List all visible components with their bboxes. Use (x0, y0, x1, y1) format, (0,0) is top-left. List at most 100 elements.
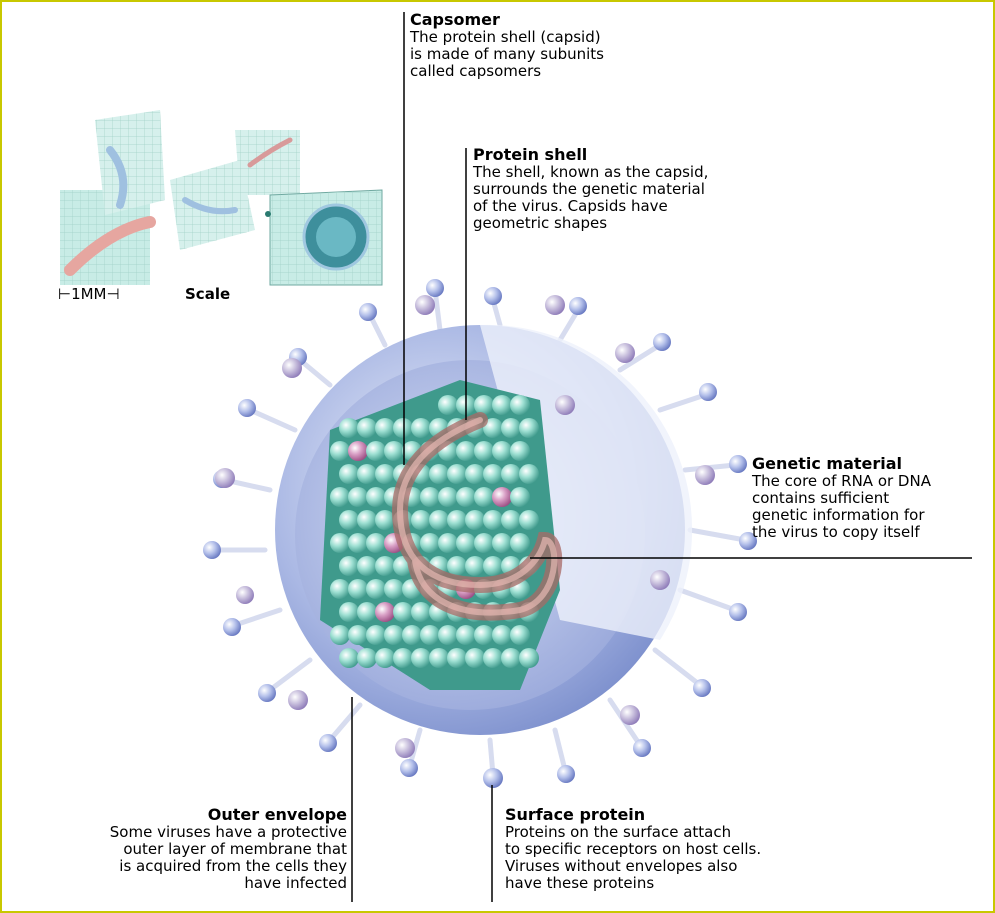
capsomer-sphere (375, 464, 395, 484)
capsomer-sphere (474, 441, 494, 461)
capsomer-sphere (465, 556, 485, 576)
capsomer-sphere (474, 487, 494, 507)
surface-protein-title: Surface protein (505, 805, 761, 824)
capsomer-sphere (438, 625, 458, 645)
surface-protein-label: Surface protein Proteins on the surface … (505, 805, 761, 892)
capsomer-sphere (357, 510, 377, 530)
capsomer-sphere (519, 510, 539, 530)
genetic-material-title: Genetic material (752, 454, 931, 473)
capsomer-sphere (492, 441, 512, 461)
capsomer-sphere (357, 418, 377, 438)
capsomer-sphere (339, 648, 359, 668)
capsomer-sphere (492, 533, 512, 553)
capsomer-sphere (420, 533, 440, 553)
scale-bar-label: ⊢1MM⊣ (58, 285, 120, 303)
capsomer-sphere (510, 441, 530, 461)
capsomer-sphere (456, 441, 476, 461)
capsomer-sphere (456, 533, 476, 553)
capsomer-sphere (447, 648, 467, 668)
capsomer-sphere (492, 625, 512, 645)
capsomer-sphere (420, 487, 440, 507)
genetic-material-label: Genetic material The core of RNA or DNA … (752, 454, 931, 541)
capsomer-sphere (456, 487, 476, 507)
capsomer-sphere (510, 625, 530, 645)
capsomer-sphere (501, 510, 521, 530)
capsomer-sphere (438, 533, 458, 553)
capsomer-sphere (411, 602, 431, 622)
capsomer-sphere (438, 487, 458, 507)
capsomer-sphere (501, 648, 521, 668)
capsomer-sphere (348, 579, 368, 599)
capsomer-sphere (429, 648, 449, 668)
genetic-material-text: The core of RNA or DNA contains sufficie… (752, 473, 931, 541)
capsomer-label: Capsomer The protein shell (capsid) is m… (410, 10, 604, 80)
capsomer-sphere (366, 441, 386, 461)
capsomer-sphere (366, 487, 386, 507)
capsomer-sphere (465, 648, 485, 668)
capsomer-sphere (330, 487, 350, 507)
capsomer-sphere (357, 602, 377, 622)
capsomer-sphere (483, 464, 503, 484)
capsomer-sphere (348, 533, 368, 553)
capsomer-sphere (411, 510, 431, 530)
capsomer-sphere (339, 556, 359, 576)
capsomer-sphere (375, 556, 395, 576)
capsomer-sphere (393, 648, 413, 668)
capsomer-sphere (510, 533, 530, 553)
capsomer-sphere (375, 602, 395, 622)
capsomer-sphere (429, 510, 449, 530)
capsomer-sphere (519, 648, 539, 668)
capsomer-sphere (339, 418, 359, 438)
capsomer-sphere (375, 510, 395, 530)
capsomer-sphere (447, 556, 467, 576)
capsomer-sphere (357, 464, 377, 484)
capsomer-sphere (330, 625, 350, 645)
capsomer-sphere (348, 487, 368, 507)
capsomer-sphere (348, 625, 368, 645)
capsomer-sphere (447, 464, 467, 484)
capsomer-sphere (366, 579, 386, 599)
capsomer-sphere (384, 625, 404, 645)
capsomer-sphere (348, 441, 368, 461)
capsomer-sphere (357, 648, 377, 668)
capsomer-sphere (330, 441, 350, 461)
capsomer-sphere (492, 395, 512, 415)
capsomer-sphere (465, 464, 485, 484)
capsomer-sphere (483, 648, 503, 668)
capsomer-sphere (474, 625, 494, 645)
outer-envelope-text: Some viruses have a protective outer lay… (110, 824, 347, 892)
capsomer-sphere (510, 487, 530, 507)
capsomer-sphere (402, 625, 422, 645)
capsomer-sphere (375, 648, 395, 668)
capsomer-sphere (474, 533, 494, 553)
protein-shell-title: Protein shell (473, 145, 708, 164)
outer-envelope-label: Outer envelope Some viruses have a prote… (110, 805, 347, 892)
protein-shell-text: The shell, known as the capsid, surround… (473, 164, 708, 232)
capsomer-sphere (519, 418, 539, 438)
capsomer-sphere (438, 395, 458, 415)
capsomer-title: Capsomer (410, 10, 604, 29)
capsomer-sphere (357, 556, 377, 576)
capsomer-sphere (339, 602, 359, 622)
capsomer-sphere (366, 625, 386, 645)
capsomer-sphere (447, 510, 467, 530)
capsomer-sphere (330, 579, 350, 599)
capsomer-sphere (375, 418, 395, 438)
capsomer-sphere (501, 464, 521, 484)
capsomer-sphere (366, 533, 386, 553)
capsomer-sphere (393, 418, 413, 438)
capsomer-sphere (456, 625, 476, 645)
outer-envelope-title: Outer envelope (110, 805, 347, 824)
capsomer-sphere (339, 510, 359, 530)
capsomer-sphere (483, 510, 503, 530)
capsomer-sphere (519, 464, 539, 484)
capsomer-sphere (429, 464, 449, 484)
capsomer-sphere (411, 648, 431, 668)
capsomer-sphere (492, 487, 512, 507)
capsomer-sphere (465, 510, 485, 530)
capsomer-text: The protein shell (capsid) is made of ma… (410, 29, 604, 80)
scale-inset (60, 110, 382, 285)
capsomer-sphere (501, 418, 521, 438)
capsomer-sphere (384, 441, 404, 461)
capsomer-sphere (411, 418, 431, 438)
